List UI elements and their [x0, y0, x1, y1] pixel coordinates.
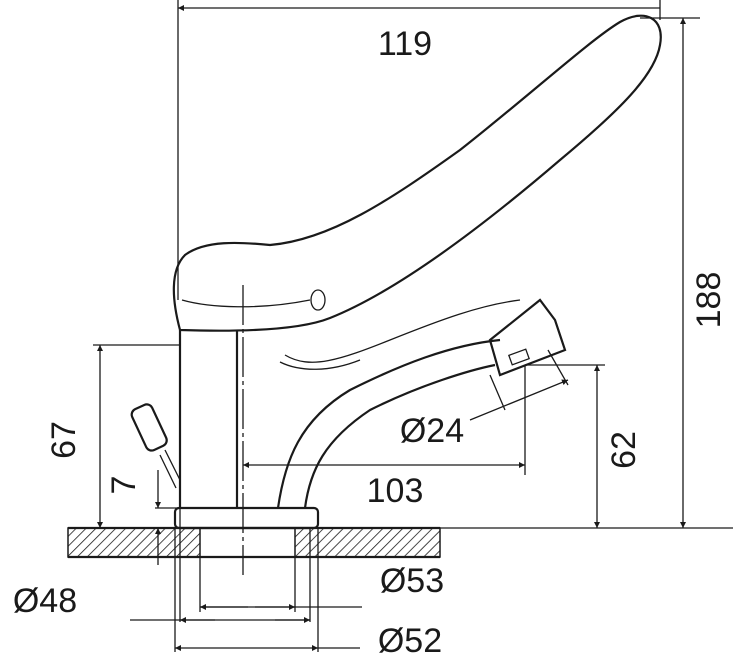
dimension-d52 — [174, 528, 360, 652]
dimension-d53-label: Ø53 — [380, 562, 444, 600]
dimension-103 — [243, 365, 526, 475]
dimension-7-label: 7 — [105, 476, 143, 495]
dimension-119 — [177, 0, 661, 300]
dimension-62 — [525, 364, 605, 528]
faucet-body — [173, 285, 320, 575]
dimension-d52-label: Ø52 — [378, 622, 442, 659]
dimension-62-label: 62 — [605, 431, 643, 469]
dimension-d24 — [469, 349, 569, 421]
dimension-67-label: 67 — [45, 421, 83, 459]
dimension-188-label: 188 — [690, 272, 728, 329]
dimension-7 — [155, 470, 180, 565]
dimension-188 — [640, 17, 700, 528]
pop-up-rod — [130, 403, 181, 489]
dimension-103-label: 103 — [367, 472, 424, 510]
dimension-d48-label: Ø48 — [13, 582, 77, 620]
dimension-119-label: 119 — [378, 25, 432, 63]
dimension-67 — [93, 344, 180, 528]
dimension-d53 — [199, 557, 362, 612]
dimension-d48 — [130, 508, 311, 623]
dimension-d24-label: Ø24 — [400, 412, 464, 450]
lever-handle — [172, 14, 662, 370]
countertop — [67, 526, 733, 559]
